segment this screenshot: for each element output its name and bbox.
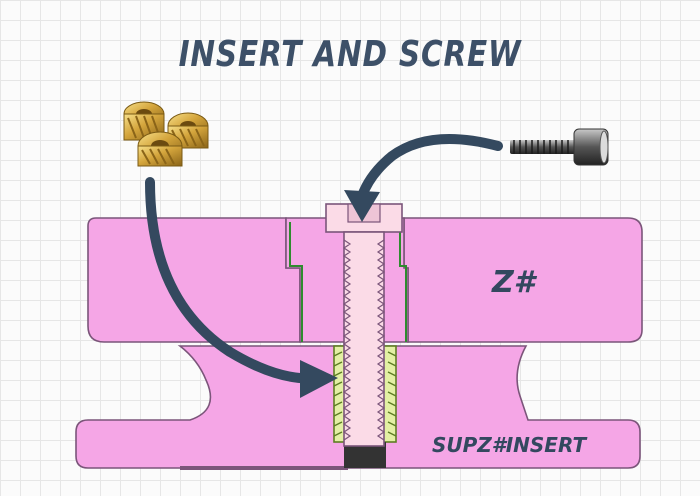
top-part-section — [87, 217, 301, 343]
bottom-slot — [180, 466, 348, 470]
screw-arrowhead — [344, 190, 380, 222]
socket-head-screw-icon — [510, 128, 609, 166]
brass-heat-set-insert-icon — [123, 101, 209, 167]
insert-arrow — [145, 177, 323, 384]
top-part-section-right — [403, 217, 643, 343]
bottom-part-label: SUPZ#INSERT — [432, 433, 587, 457]
diagram-title: INSERT AND SCREW — [178, 34, 522, 75]
screw-arrow — [357, 133, 503, 201]
clearance-outline — [289, 222, 407, 342]
insert-arrowhead — [300, 360, 338, 398]
top-part-label: Z# — [491, 265, 538, 300]
